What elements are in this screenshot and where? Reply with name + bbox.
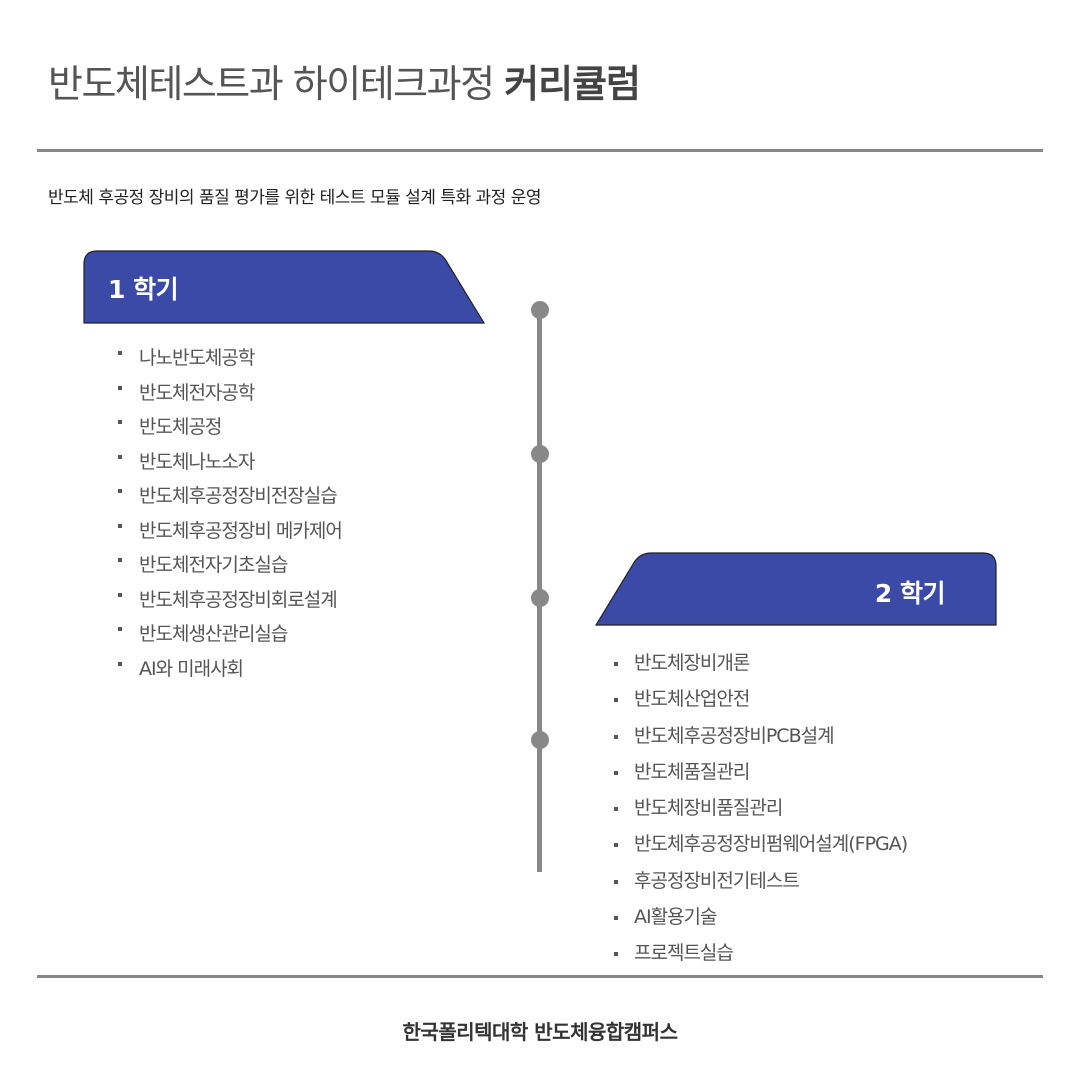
bottom-divider	[37, 975, 1043, 978]
bullet-icon	[614, 698, 618, 703]
footer-institution: 한국폴리텍대학 반도체융합캠퍼스	[402, 1020, 678, 1044]
course-name: 반도체장비품질관리	[634, 797, 783, 820]
semester-2-label: 2 학기	[874, 579, 946, 608]
top-divider	[37, 149, 1043, 152]
timeline-node	[531, 589, 549, 607]
list-item: 반도체나노소자	[118, 445, 342, 480]
semester-1-tab: 1 학기	[83, 250, 485, 324]
semester-2-tab-shape	[595, 552, 997, 626]
title-bold: 커리큘럼	[504, 62, 641, 106]
bullet-icon	[118, 592, 122, 597]
bullet-icon	[118, 351, 122, 355]
bullet-icon	[614, 807, 618, 812]
timeline-node	[531, 445, 549, 463]
course-name: 반도체나노소자	[139, 450, 255, 473]
timeline-node	[531, 301, 549, 319]
list-item: 반도체후공정장비 메카제어	[118, 514, 343, 549]
list-item: AI활용기술	[614, 899, 907, 935]
bullet-icon	[614, 916, 618, 921]
bullet-icon	[118, 489, 122, 493]
course-name: 나노반도체공학	[139, 347, 255, 369]
course-name: 반도체전자공학	[139, 381, 255, 404]
course-name: 반도체공정	[139, 416, 222, 438]
bullet-icon	[118, 627, 122, 631]
list-item: 반도체후공정장비회로설계	[118, 583, 342, 618]
course-name: 후공정장비전기테스트	[634, 869, 800, 892]
course-name: 반도체장비개론	[634, 652, 750, 674]
semester-2-course-list: 반도체장비개론 반도체산업안전 반도체후공정장비PCB설계 반도체품질관리 반도…	[614, 645, 908, 972]
course-name: 반도체생산관리실습	[139, 623, 288, 645]
bullet-icon	[614, 662, 618, 666]
page-subtitle: 반도체 후공정 장비의 품질 평가를 위한 테스트 모듈 설계 특화 과정 운영	[48, 188, 542, 208]
list-item: 반도체장비개론	[614, 645, 907, 681]
list-item: 반도체후공정장비전장실습	[118, 479, 342, 514]
list-item: 반도체후공정장비펌웨어설계(FPGA)	[614, 826, 908, 862]
list-item: 반도체품질관리	[614, 754, 907, 790]
course-name: 반도체후공정장비펌웨어설계(FPGA)	[634, 833, 908, 856]
course-name: 프로젝트실습	[634, 942, 734, 965]
list-item: 반도체공정	[118, 410, 342, 445]
semester-2-tab: 2 학기	[595, 552, 997, 626]
course-name: 반도체산업안전	[634, 688, 750, 711]
bullet-icon	[118, 558, 122, 562]
list-item: 반도체전자기초실습	[118, 548, 342, 583]
course-name: 반도체전자기초실습	[139, 554, 288, 576]
page-title: 반도체테스트과 하이테크과정 커리큘럼	[48, 58, 641, 110]
semester-1-label: 1 학기	[108, 275, 179, 304]
bullet-icon	[118, 385, 122, 390]
bullet-icon	[614, 843, 618, 848]
list-item: 프로젝트실습	[614, 935, 907, 971]
list-item: 반도체산업안전	[614, 681, 907, 717]
bullet-icon	[614, 734, 618, 739]
list-item: 반도체후공정장비PCB설계	[614, 718, 907, 754]
list-item: 나노반도체공학	[118, 341, 342, 376]
list-item: 반도체생산관리실습	[118, 617, 342, 652]
course-name: 반도체후공정장비회로설계	[139, 588, 338, 611]
bullet-icon	[614, 770, 618, 775]
semester-1-course-list: 나노반도체공학 반도체전자공학 반도체공정 반도체나노소자 반도체후공정장비전장…	[118, 341, 343, 687]
course-name: AI와 미래사회	[139, 657, 244, 680]
bullet-icon	[614, 952, 618, 957]
bullet-icon	[118, 420, 122, 424]
bullet-icon	[614, 879, 618, 884]
list-item: 후공정장비전기테스트	[614, 863, 907, 899]
list-item: 반도체전자공학	[118, 376, 342, 411]
course-name: 반도체품질관리	[634, 760, 750, 783]
course-name: 반도체후공정장비PCB설계	[634, 724, 835, 747]
list-item: AI와 미래사회	[118, 652, 342, 687]
course-name: AI활용기술	[634, 906, 718, 929]
bullet-icon	[118, 661, 122, 666]
course-name: 반도체후공정장비 메카제어	[139, 519, 343, 542]
semester-1-tab-shape	[83, 250, 485, 324]
timeline-node	[531, 731, 549, 749]
list-item: 반도체장비품질관리	[614, 790, 907, 826]
bullet-icon	[118, 454, 122, 459]
title-regular: 반도체테스트과 하이테크과정	[48, 62, 495, 106]
bullet-icon	[118, 523, 122, 528]
course-name: 반도체후공정장비전장실습	[139, 485, 338, 507]
